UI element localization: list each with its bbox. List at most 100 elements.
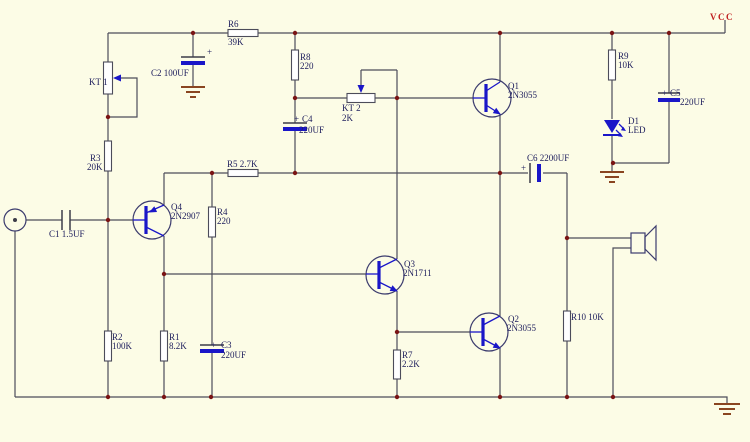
collector-lead xyxy=(482,315,501,326)
kt1-label: KT 1 xyxy=(89,77,108,87)
d1-ref: D1 xyxy=(628,116,639,126)
c3-ref: C3 xyxy=(221,340,232,350)
c3-value: 220UF xyxy=(221,350,246,360)
r4-value: 220 xyxy=(217,216,231,226)
junction-dot xyxy=(564,235,570,241)
r3-ref: R3 xyxy=(90,153,101,163)
r9-value: 10K xyxy=(618,60,634,70)
resistor-r2 xyxy=(103,330,113,362)
capacitor-c6 xyxy=(529,163,541,183)
r2-value: 100K xyxy=(112,341,133,351)
q3-part: 2N1711 xyxy=(403,268,432,278)
led-ray-arrow-icon xyxy=(617,132,623,137)
wire-kt2-wiper xyxy=(360,69,398,259)
junction-dot xyxy=(209,170,215,176)
led-triangle-icon xyxy=(604,120,620,133)
r1-ref: R1 xyxy=(169,332,180,342)
jack-pin xyxy=(13,218,17,222)
resistor-r4 xyxy=(207,206,217,238)
resistor-r5 xyxy=(227,168,259,178)
r1-value: 8.2K xyxy=(169,341,187,351)
q2-part: 2N3055 xyxy=(507,323,536,333)
junction-dot xyxy=(666,30,672,36)
junction-dot xyxy=(394,329,400,335)
collector-lead xyxy=(485,81,501,92)
wire-ground-rail xyxy=(15,396,728,404)
resistor-r8 xyxy=(290,49,300,81)
pot-body xyxy=(102,61,114,95)
junction-dots xyxy=(105,30,672,400)
r3-value: 20K xyxy=(87,162,103,172)
c5-value: 220UF xyxy=(680,97,705,107)
resistor-body xyxy=(227,168,259,178)
resistor-r7 xyxy=(392,349,402,380)
junction-dot xyxy=(394,95,400,101)
q2-ref: Q2 xyxy=(508,314,519,324)
junction-dot xyxy=(161,394,167,400)
potentiometer-kt1 xyxy=(102,61,121,95)
q1-ref: Q1 xyxy=(508,81,519,91)
collector-lead xyxy=(378,258,398,269)
junction-dot xyxy=(292,170,298,176)
c2-plus: + xyxy=(207,47,212,57)
r6-ref: R6 xyxy=(228,19,239,29)
junction-dot xyxy=(105,217,111,223)
junction-dot xyxy=(497,30,503,36)
q4-part: 2N2907 xyxy=(171,211,200,221)
junction-dot xyxy=(208,394,214,400)
junction-dot xyxy=(190,30,196,36)
junction-dot xyxy=(609,30,615,36)
c5-plus: + xyxy=(662,88,667,98)
r8-value: 220 xyxy=(300,61,314,71)
c4-value: 220UF xyxy=(299,125,324,135)
pot-body xyxy=(346,92,376,104)
wire-output-node xyxy=(164,172,568,397)
c6-plus: + xyxy=(521,163,526,173)
r7-value: 2.2K xyxy=(402,359,420,369)
resistor-body xyxy=(607,49,617,81)
wire-r8-kt2 xyxy=(294,33,473,99)
resistor-body xyxy=(290,49,300,81)
junction-dot xyxy=(497,170,503,176)
speaker-cone xyxy=(644,224,657,262)
wire-q3-emitter-branch xyxy=(396,291,470,397)
ground-symbol-led xyxy=(600,171,624,183)
c6-label: C6 2200UF xyxy=(527,153,569,163)
speaker-icon xyxy=(630,224,657,262)
r9-ref: R9 xyxy=(618,51,629,61)
ground-symbol-c2 xyxy=(181,86,205,98)
c2-label: C2 100UF xyxy=(151,68,189,78)
capacitor-c4 xyxy=(283,122,307,131)
resistor-body xyxy=(103,140,113,172)
wiper-arrow-icon xyxy=(113,74,121,82)
kt2-value: 2K xyxy=(342,113,354,123)
ground-symbol-main xyxy=(714,403,740,415)
resistor-body xyxy=(207,206,217,238)
speaker-box xyxy=(630,232,646,254)
resistor-body xyxy=(562,310,572,342)
labels: VCC R6 39K R8 220 R9 10K R3 20K R5 2.7K … xyxy=(49,12,733,369)
transistor-q2 xyxy=(469,312,509,352)
resistor-body xyxy=(392,349,402,380)
resistor-body xyxy=(159,330,169,362)
wire-q4-collector-branch xyxy=(163,236,366,397)
c5-ref: C5 xyxy=(670,88,681,98)
transistor-q4 xyxy=(132,200,172,240)
wiper-arrow-icon xyxy=(357,85,365,93)
d1-part: LED xyxy=(628,125,646,135)
emitter-arrow-icon xyxy=(492,107,501,115)
junction-dot xyxy=(105,394,111,400)
c4-ref: C4 xyxy=(302,114,313,124)
emitter-arrow-icon xyxy=(389,285,398,292)
transistor-q1 xyxy=(472,78,512,118)
wire-kt1-wiper-loop xyxy=(108,77,138,118)
kt2-ref: KT 2 xyxy=(342,103,361,113)
capacitor-c3 xyxy=(200,344,224,353)
junction-dot xyxy=(292,95,298,101)
c1-label: C1 1.5UF xyxy=(49,229,85,239)
r2-ref: R2 xyxy=(112,332,123,342)
resistor-r6 xyxy=(227,28,259,38)
transistor-circle xyxy=(365,255,405,295)
wire-speaker xyxy=(567,237,631,397)
transistor-q3 xyxy=(365,255,405,295)
